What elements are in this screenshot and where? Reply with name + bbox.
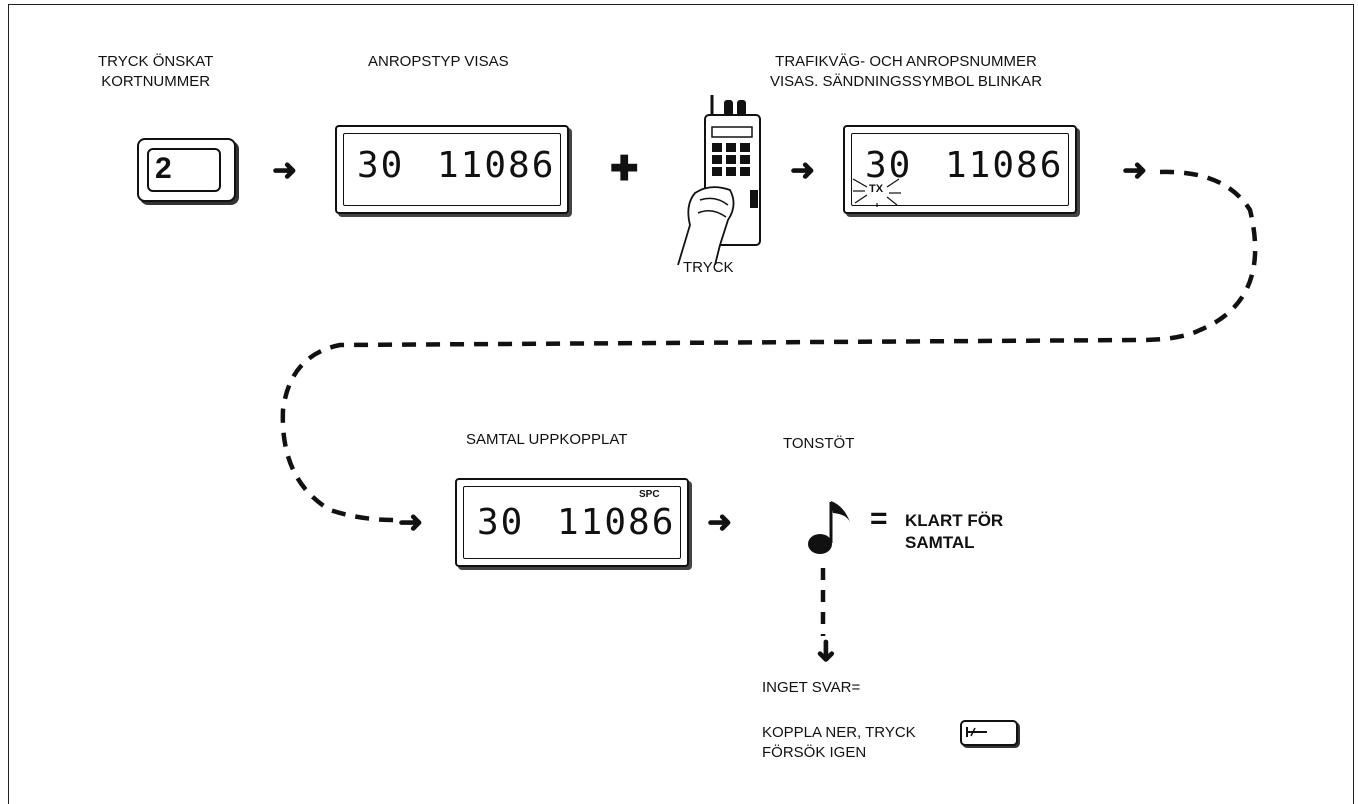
- no-answer-line1: INGET SVAR=: [762, 679, 861, 696]
- no-answer-line2-text: KOPPLA NER, TRYCK: [762, 724, 916, 741]
- lcd-display-transmit: 30 11086 TX: [843, 125, 1077, 214]
- diagram-frame: [8, 4, 1354, 804]
- result-text: KLART FÖR SAMTAL: [905, 510, 1003, 554]
- step1-label: TRYCK ÖNSKAT KORTNUMMER: [98, 52, 213, 92]
- lcd-route-number: 30: [865, 145, 913, 186]
- lcd-display-inner: [463, 486, 681, 559]
- lcd-call-number: 11086: [557, 502, 676, 543]
- lcd-display-connected: SPC 30 11086: [455, 478, 689, 567]
- step1-label-line1: TRYCK ÖNSKAT: [98, 53, 214, 70]
- lcd-call-number: 11086: [437, 145, 556, 186]
- right-arrow-icon: ➜: [790, 154, 816, 187]
- plus-icon: ✚: [610, 150, 639, 188]
- lcd-display-inner: [851, 133, 1069, 206]
- right-arrow-icon: ➜: [398, 506, 424, 539]
- shortcut-key-digit: 2: [155, 152, 172, 185]
- result-line2: SAMTAL: [905, 533, 975, 552]
- step4-label-line1: TRAFIKVÄG- OCH ANROPSNUMMER: [775, 53, 1037, 70]
- right-arrow-icon: ➜: [272, 154, 298, 187]
- shortcut-key-button[interactable]: 2: [137, 138, 236, 202]
- step2-label: ANROPSTYP VISAS: [368, 53, 509, 70]
- no-answer-line3: FÖRSÖK IGEN: [762, 744, 867, 761]
- lcd-route-number: 30: [477, 502, 525, 543]
- lcd-route-number: 30: [357, 145, 405, 186]
- spc-symbol: SPC: [639, 489, 660, 500]
- step6-label: TONSTÖT: [783, 435, 855, 452]
- press-label: TRYCK: [683, 259, 734, 276]
- disconnect-key-button[interactable]: [960, 720, 1018, 746]
- no-answer-line2: KOPPLA NER, TRYCK: [762, 723, 916, 743]
- lcd-display-calltype: 30 11086: [335, 125, 569, 214]
- step5-label: SAMTAL UPPKOPPLAT: [466, 431, 628, 448]
- right-arrow-icon: ➜: [707, 506, 733, 539]
- step4-label: TRAFIKVÄG- OCH ANROPSNUMMER VISAS. SÄNDN…: [770, 52, 1042, 92]
- lcd-display-inner: [343, 133, 561, 206]
- lcd-call-number: 11086: [945, 145, 1064, 186]
- handheld-radio-icon: [660, 95, 770, 266]
- result-line1: KLART FÖR: [905, 511, 1004, 530]
- equals-sign: =: [870, 502, 888, 535]
- right-arrow-icon: ➜: [1122, 154, 1148, 187]
- tx-blink-icon: TX: [851, 173, 903, 207]
- step1-label-line2: KORTNUMMER: [101, 73, 211, 90]
- music-note-icon: [800, 496, 860, 558]
- tx-symbol: TX: [869, 183, 884, 195]
- step4-label-line2: VISAS. SÄNDNINGSSYMBOL BLINKAR: [770, 73, 1043, 90]
- disconnect-icon: [966, 727, 987, 737]
- shortcut-key-inner: 2: [147, 148, 221, 192]
